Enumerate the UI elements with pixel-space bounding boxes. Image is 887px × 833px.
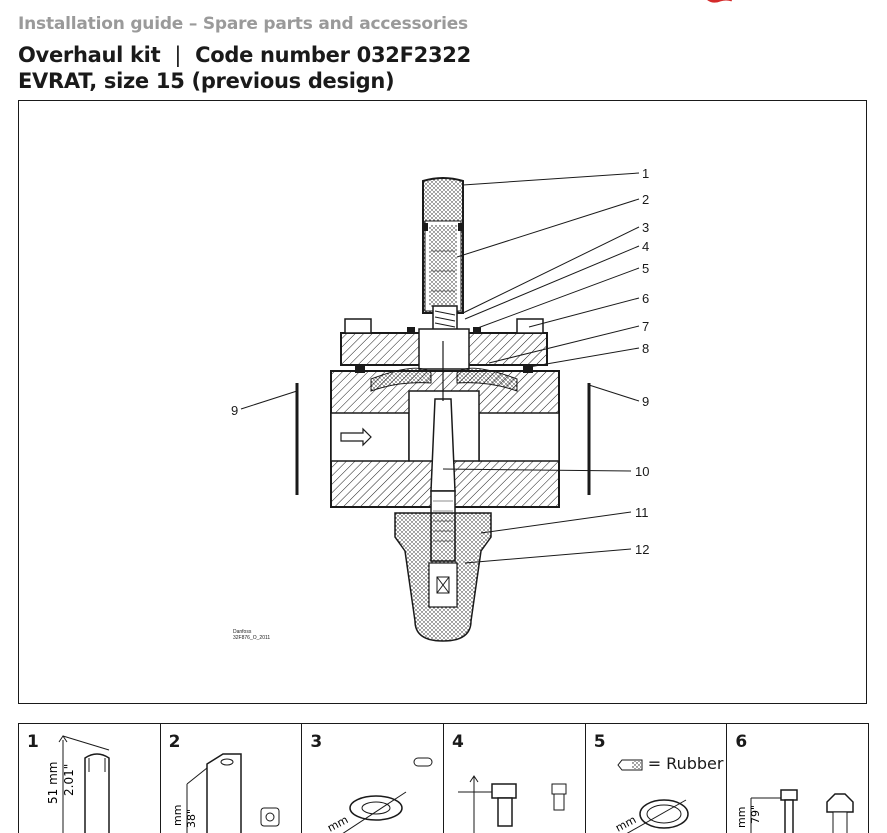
document-subtitle: EVRAT, size 15 (previous design) [18,69,395,93]
part-1-dimension-mm: 51 mm [46,762,60,804]
part-2-illustration: mm 38" [171,753,280,833]
part-6-dimension-mm: mm [735,807,748,828]
callout-9-left: 9 [231,403,238,418]
title-kit: Overhaul kit [18,43,161,67]
part-number: 5 [593,732,606,752]
rubber-legend: = Rubber [647,754,724,773]
callout-10: 10 [635,464,649,479]
callout-5: 5 [642,261,649,276]
part-number: 1 [27,732,39,752]
callout-7: 7 [642,319,649,334]
valve-cross-section: 1 2 3 4 5 6 7 8 9 9 10 11 12 Danfoss 32F… [231,166,649,642]
part-number: 2 [168,732,181,752]
drawing-caption-code: 32F876_O_2011 [233,635,270,641]
title-code: Code number 032F2322 [195,43,471,67]
part-5-dimension-mm: mm [613,813,638,833]
callout-11: 11 [635,505,649,520]
part-1-dimension-in: 2.01" [62,764,76,796]
part-1-illustration: 51 mm 2.01" [46,735,110,833]
part-3-dimension-mm: mm [326,813,351,833]
part-cell-4: 4 [444,724,586,833]
part-cell-5: 5 mm = Rubber [586,724,728,833]
callout-8: 8 [642,341,649,356]
part-number: 3 [310,732,323,752]
callout-4: 4 [642,239,649,254]
drawing-caption-brand: Danfoss [233,629,252,635]
brand-logo-fragment [707,0,732,3]
callout-9-right: 9 [642,394,649,409]
manual-operation-cap [394,512,492,642]
title-separator: | [174,43,182,67]
part-5-illustration: mm [613,759,689,833]
part-cell-6: 6 mm 79" [727,724,868,833]
part-number: 4 [452,732,464,752]
document-supertitle: Installation guide – Spare parts and acc… [18,14,468,34]
part-cell-1: 1 51 mm 2.01" [19,724,161,833]
part-6-illustration: mm 79" [735,789,855,833]
callout-numbers: 1 2 3 4 5 6 7 8 9 9 10 11 12 [231,166,649,557]
exploded-valve-drawing: 1 2 3 4 5 6 7 8 9 9 10 11 12 Danfoss 32F… [18,100,867,704]
part-number: 6 [735,732,748,752]
callout-6: 6 [642,291,649,306]
callout-leaders [240,172,640,564]
part-cell-2: 2 mm 38" [161,724,303,833]
part-6-dimension-in: 79" [749,805,762,824]
callout-1: 1 [642,166,649,181]
callout-12: 12 [635,542,649,557]
part-3-illustration: mm [326,757,433,833]
part-2-dimension-in: 38" [185,809,198,828]
document-title: Overhaul kit | Code number 032F2322 [18,43,471,67]
callout-2: 2 [642,192,649,207]
part-2-dimension-mm: mm [171,805,184,826]
armature-tube [422,177,464,314]
valve-cover [340,318,548,370]
part-cell-3: 3 mm [302,724,445,833]
callout-3: 3 [642,220,649,235]
parts-table: 1 51 mm 2.01" 2 mm 38" 3 [18,723,869,833]
part-4-illustration [458,775,567,833]
